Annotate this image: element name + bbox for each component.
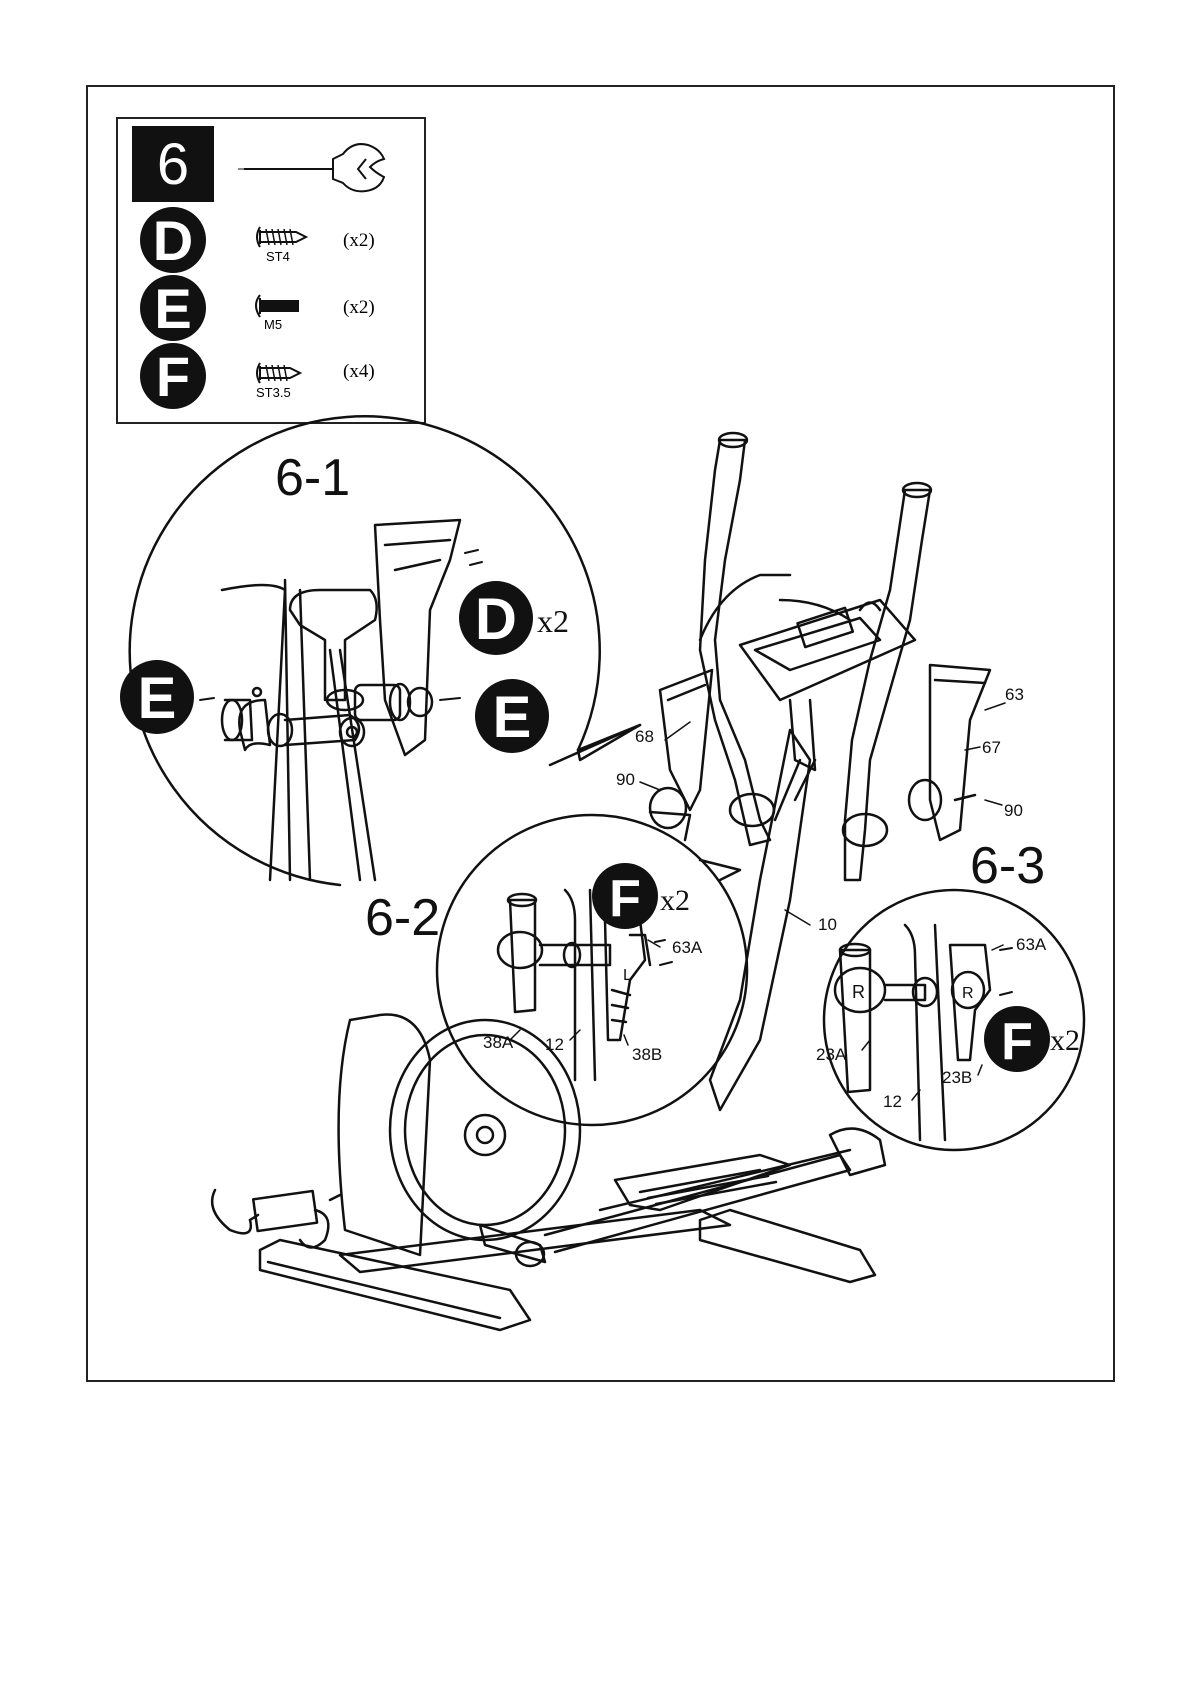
callout-63a-6-3: 63A xyxy=(1016,935,1047,954)
callout-38a: 38A xyxy=(483,1033,514,1052)
badge-e-6-1-left: E xyxy=(120,660,194,734)
detail-label-6-1: 6-1 xyxy=(275,449,350,507)
right-handlebar xyxy=(845,490,930,880)
callout-63: 63 xyxy=(1005,685,1024,704)
rear-stabilizer xyxy=(700,1210,875,1282)
left-mark-38b: L xyxy=(623,967,632,984)
callout-23b: 23B xyxy=(942,1068,972,1087)
detail-label-6-3: 6-3 xyxy=(970,837,1045,895)
badge-f-qty-6-3: x2 xyxy=(1050,1024,1080,1057)
detail-6-1 xyxy=(130,416,640,885)
badge-d-qty: x2 xyxy=(537,603,569,639)
svg-text:D: D xyxy=(475,587,517,652)
badge-e-6-1-right: E xyxy=(475,679,549,753)
pedal xyxy=(615,1155,790,1210)
callout-67: 67 xyxy=(982,738,1001,757)
right-shroud-assembly xyxy=(909,665,990,840)
mast xyxy=(710,730,810,1110)
ac-adapter xyxy=(253,1191,317,1231)
fixed-handle xyxy=(700,575,790,640)
flywheel-cover xyxy=(339,1015,430,1255)
detail-6-2 xyxy=(437,815,747,1125)
detail-6-3: R R xyxy=(824,890,1084,1150)
callout-12-6-3: 12 xyxy=(883,1092,902,1111)
callouts: 68 90 63 67 90 10 63A 38A 12 38B 63A 23A… xyxy=(483,685,1047,1111)
callout-68: 68 xyxy=(635,727,654,746)
badge-d-6-1: D x2 xyxy=(459,581,569,655)
right-mark-23a: R xyxy=(852,982,865,1002)
svg-text:E: E xyxy=(493,685,532,750)
badge-f-qty-6-2: x2 xyxy=(660,884,690,917)
callout-38b: 38B xyxy=(632,1045,662,1064)
left-handlebar xyxy=(700,440,770,845)
callout-12-6-2: 12 xyxy=(545,1035,564,1054)
console xyxy=(740,600,915,700)
right-mark-23b: R xyxy=(962,985,974,1002)
badge-f-6-2: F x2 xyxy=(592,863,690,929)
callout-10: 10 xyxy=(818,915,837,934)
svg-text:F: F xyxy=(609,870,641,928)
power-cord xyxy=(212,1190,251,1233)
left-shroud-assembly xyxy=(650,670,712,840)
callout-63a-6-2: 63A xyxy=(672,938,703,957)
callout-90-right: 90 xyxy=(1004,801,1023,820)
svg-text:F: F xyxy=(1001,1013,1033,1071)
svg-text:E: E xyxy=(138,666,177,731)
pedal-arm-left xyxy=(545,1155,850,1252)
badge-f-6-3: F x2 xyxy=(984,1006,1080,1072)
detail-label-6-2: 6-2 xyxy=(365,889,440,947)
callout-90-left: 90 xyxy=(616,770,635,789)
callout-23a: 23A xyxy=(816,1045,847,1064)
